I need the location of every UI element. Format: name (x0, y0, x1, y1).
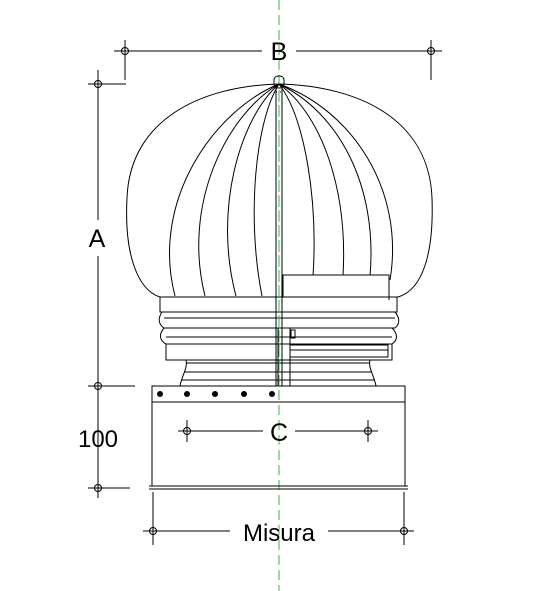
central-shaft (275, 86, 283, 386)
turbine-dome (126, 75, 433, 298)
section-cutaway (282, 274, 390, 300)
label-c: C (270, 419, 288, 447)
dimension-misura (143, 492, 414, 545)
label-100: 100 (78, 426, 118, 453)
dimension-a (88, 70, 135, 498)
label-a: A (89, 225, 106, 253)
label-misura: Misura (243, 520, 316, 547)
label-b: B (271, 38, 288, 66)
base-cylinder (149, 385, 408, 490)
dimension-b (114, 40, 442, 80)
dimension-c (178, 420, 378, 442)
